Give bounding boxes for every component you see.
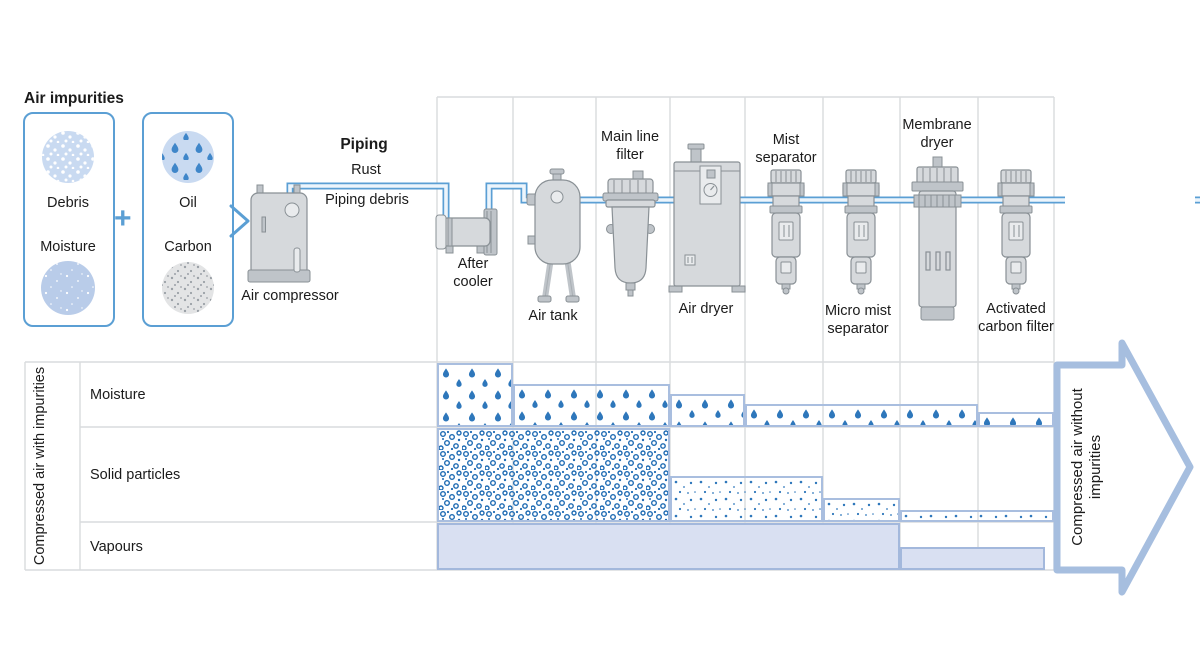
activated-carbon-filter-label: Activated carbon filter xyxy=(978,301,1054,335)
table-row-moisture: Moisture xyxy=(90,387,146,403)
table-side-label: Compressed air with impurities xyxy=(32,366,48,566)
plus-sign: + xyxy=(114,202,132,235)
impurities-connector-chevron xyxy=(229,204,250,238)
output-arrow-label: Compressed air without impurities xyxy=(1069,388,1105,546)
mist-separator-label: Mist separator xyxy=(755,132,817,166)
membrane-dryer-figure xyxy=(911,156,964,321)
carbon-sample-circle xyxy=(162,262,214,314)
air-dryer-figure xyxy=(668,143,746,293)
activated-carbon-filter-figure xyxy=(997,169,1035,295)
background-grid xyxy=(24,96,1055,571)
piping-line xyxy=(286,182,1200,227)
oil-sample-circle xyxy=(162,131,214,183)
impurity-box-1 xyxy=(23,112,115,327)
carbon-label: Carbon xyxy=(164,239,212,255)
debris-sample-circle xyxy=(42,131,94,183)
main-line-filter-label: Main line filter xyxy=(600,129,660,163)
output-arrow xyxy=(1053,339,1194,596)
air-compressor-figure xyxy=(247,184,311,283)
impurity-box-2 xyxy=(142,112,234,327)
table-row-solid-particles: Solid particles xyxy=(90,467,181,483)
micro-mist-separator-label: Micro mist separator xyxy=(824,303,892,337)
moisture-sample-circle xyxy=(41,261,95,315)
debris-label: Debris xyxy=(47,195,89,211)
air-tank-figure xyxy=(526,168,581,303)
after-cooler-figure xyxy=(435,208,498,256)
main-line-filter-figure xyxy=(602,170,659,297)
after-cooler-label: After cooler xyxy=(453,256,493,290)
air-tank-label: Air tank xyxy=(528,308,578,324)
table-row-vapours: Vapours xyxy=(90,539,143,555)
air-impurities-title: Air impurities xyxy=(24,90,124,107)
membrane-dryer-label: Membrane dryer xyxy=(902,117,972,151)
micro-mist-separator-figure xyxy=(842,169,880,295)
piping-debris-label: Piping debris xyxy=(325,192,409,208)
air-dryer-label: Air dryer xyxy=(678,301,734,317)
mist-separator-figure xyxy=(767,169,805,295)
oil-label: Oil xyxy=(179,195,197,211)
air-compressor-label: Air compressor xyxy=(241,288,339,304)
moisture-sample-label: Moisture xyxy=(40,239,96,255)
piping-rust-label: Rust xyxy=(351,162,381,178)
piping-title: Piping xyxy=(340,136,388,153)
